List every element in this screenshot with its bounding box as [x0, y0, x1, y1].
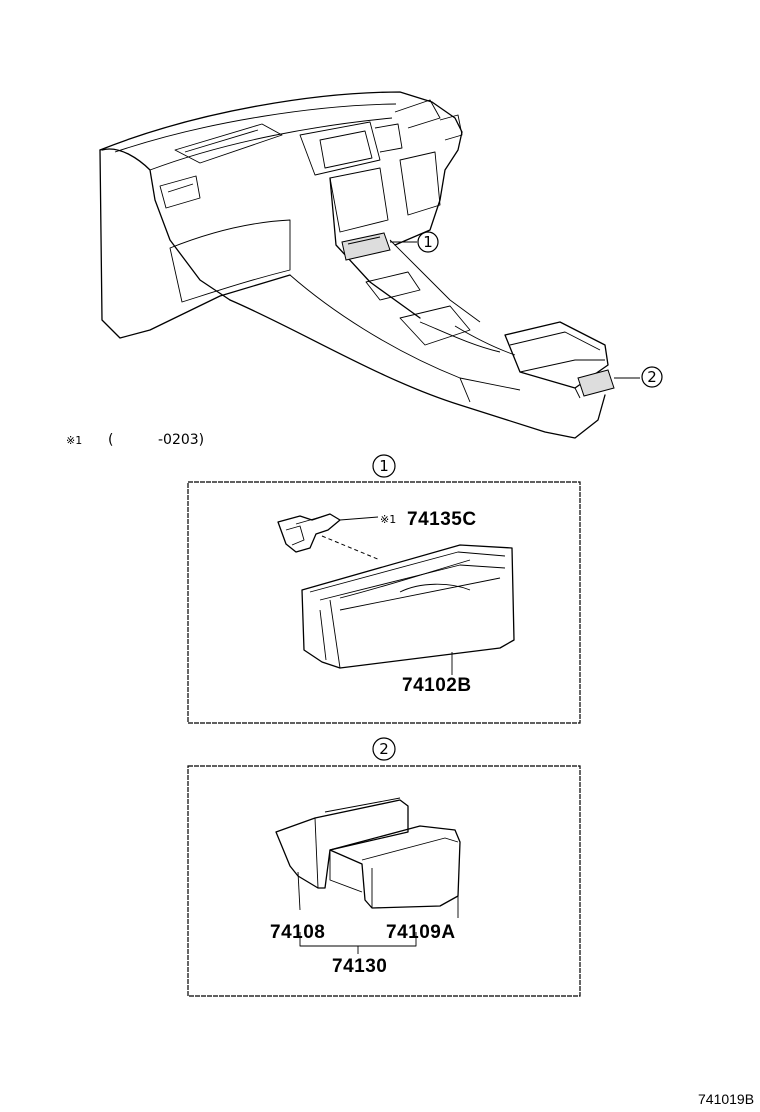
- section-1-callout: 1: [372, 454, 396, 478]
- overview-callout-2: 2: [641, 366, 663, 388]
- note-date: -0203): [158, 432, 204, 448]
- part-74135c-mark: ※1: [380, 513, 396, 526]
- section-2-frame: [187, 765, 581, 997]
- part-74109a-bin-illustration: [329, 825, 461, 918]
- part-74135c-label: 74135C: [407, 509, 477, 530]
- part-74130-label: 74130: [332, 956, 387, 977]
- part-74135c-bracket-illustration: [277, 513, 379, 553]
- note-mark: ※1: [66, 434, 82, 447]
- svg-text:1: 1: [379, 457, 389, 475]
- note-open-paren: (: [108, 432, 113, 448]
- part-74102b-label: 74102B: [402, 675, 472, 696]
- svg-text:2: 2: [379, 740, 389, 758]
- section-2-callout: 2: [372, 737, 396, 761]
- part-74108-label: 74108: [270, 922, 325, 943]
- overview-callout-1: 1: [417, 231, 439, 253]
- part-74109a-label: 74109A: [386, 922, 456, 943]
- section-1-frame: [187, 481, 581, 724]
- applicability-note: ※1 ( -0203): [66, 432, 204, 448]
- diagram-code: 741019B: [698, 1091, 754, 1107]
- svg-text:1: 1: [423, 233, 433, 251]
- svg-text:2: 2: [647, 368, 657, 386]
- dashboard-console-illustration: [99, 91, 640, 439]
- part-74135c-label-group: ※1 74135C: [380, 509, 477, 530]
- part-74108-holder-illustration: [275, 797, 409, 911]
- assembly-dashed-line: [321, 535, 381, 561]
- part-74102b-box-illustration: [301, 544, 515, 669]
